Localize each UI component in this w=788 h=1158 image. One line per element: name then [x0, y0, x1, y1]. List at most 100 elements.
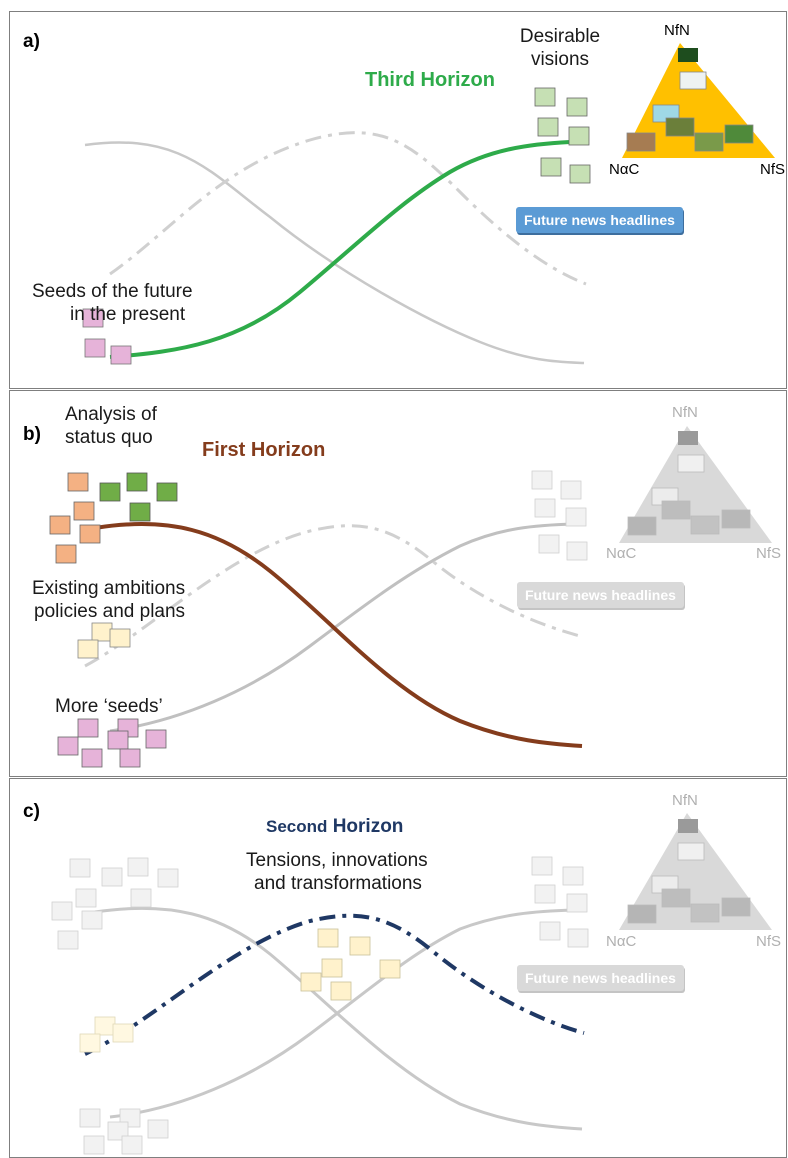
landscape-photo [694, 132, 724, 152]
status-quo-notes [49, 472, 178, 564]
horizon-title: Third Horizon [365, 69, 495, 91]
tensions-line: and transformations [254, 873, 422, 894]
landscape-photo [665, 117, 695, 137]
visions-label: Desirable visions [515, 25, 605, 71]
landscape-photo [678, 48, 698, 62]
sticky-note [538, 534, 560, 554]
sticky-note [121, 1135, 143, 1155]
sticky-note [157, 868, 179, 888]
sticky-note [539, 921, 561, 941]
triangle-top-label: NfN [672, 792, 698, 809]
triangle-left-label: NαC [606, 933, 637, 950]
sticky-note [534, 884, 556, 904]
panel-c-canvas [51, 813, 772, 1155]
landscape-photo [661, 888, 691, 908]
visions-line: visions [530, 49, 590, 70]
sticky-note [300, 972, 322, 992]
landscape-photo [626, 132, 656, 152]
sticky-note [107, 730, 129, 750]
sticky-note [79, 1033, 101, 1053]
sticky-note [75, 888, 97, 908]
panel-b-canvas [49, 426, 772, 768]
sticky-note [534, 87, 556, 107]
second-horizon-curve-faded [84, 524, 585, 668]
horizon-title: First Horizon [202, 439, 326, 461]
sticky-note [566, 541, 588, 561]
sticky-note [379, 959, 401, 979]
status-quo-line: Analysis of [65, 404, 157, 425]
sticky-note [112, 1023, 134, 1043]
vision-notes-faded [531, 856, 589, 948]
sticky-note [81, 910, 103, 930]
sticky-note [82, 308, 104, 328]
sticky-note [79, 524, 101, 544]
sticky-note [317, 928, 339, 948]
more-seeds-notes [57, 718, 167, 768]
sticky-note [69, 858, 91, 878]
sticky-note [83, 1135, 105, 1155]
ambitions-notes [77, 622, 131, 659]
triangle-right-label: NfS [760, 161, 786, 178]
sticky-note [145, 729, 167, 749]
sticky-note [77, 718, 99, 738]
panel-label: a) [23, 31, 40, 52]
sticky-note [568, 126, 590, 146]
vision-notes-faded [531, 470, 588, 561]
landscape-photo [627, 516, 657, 536]
sticky-note [49, 515, 71, 535]
landscape-photo [679, 71, 707, 90]
sticky-note [119, 748, 141, 768]
first-horizon-curve [94, 521, 583, 748]
sticky-note [109, 628, 131, 648]
landscape-photo [721, 897, 751, 917]
first-horizon-curve-faded [84, 141, 585, 365]
sticky-note [126, 472, 148, 492]
ambitions-notes-faded [79, 1016, 134, 1053]
status-quo-line: status quo [65, 427, 153, 448]
sticky-note [129, 502, 151, 522]
landscape-photo [690, 903, 720, 923]
sticky-note [67, 472, 89, 492]
panel-label: b) [23, 424, 41, 445]
visions-line: Desirable [519, 26, 601, 47]
second-horizon-curve-faded [109, 131, 587, 286]
first-horizon-curve-faded [94, 906, 583, 1131]
landscape-photo [677, 454, 705, 473]
future-news-headlines: Future news headlines [516, 207, 683, 233]
vision-notes [534, 87, 591, 184]
horizon-title: Second Horizon [266, 816, 403, 838]
triangle-top-label: NfN [672, 404, 698, 421]
seed-notes [82, 308, 132, 365]
sticky-note [91, 622, 113, 642]
landscape-photo [678, 431, 698, 445]
sticky-note [569, 164, 591, 184]
more-seeds-label: More ‘seeds’ [55, 696, 163, 717]
sticky-note [531, 470, 553, 490]
ambitions-line: policies and plans [34, 601, 186, 622]
sticky-note [330, 981, 352, 1001]
sticky-note [147, 1119, 169, 1139]
sticky-note [565, 507, 587, 527]
tension-notes [300, 928, 401, 1001]
sticky-note [57, 736, 79, 756]
future-news-headlines: Future news headlines [517, 582, 684, 608]
landscape-photo [677, 842, 705, 861]
sticky-note [560, 480, 582, 500]
landscape-photo [721, 509, 751, 529]
second-horizon-curve [84, 913, 585, 1056]
sticky-note [321, 958, 343, 978]
panel-a-canvas [82, 43, 775, 365]
sticky-note [566, 893, 588, 913]
status-quo-notes-faded [51, 857, 179, 950]
landscape-photo [690, 515, 720, 535]
triangle-left-label: NαC [609, 161, 640, 178]
panel-third-horizon: a) Third Horizon Desirable visions Seeds… [9, 11, 787, 389]
sticky-note [156, 482, 178, 502]
triangle-right-label: NfS [756, 545, 782, 562]
sticky-note [531, 856, 553, 876]
ambitions-label: Existing ambitions policies and plans [32, 577, 185, 623]
nature-futures-triangle-faded [619, 813, 772, 930]
third-horizon-curve [109, 140, 571, 359]
status-quo-label: Analysis of status quo [65, 403, 157, 449]
sticky-note [127, 857, 149, 877]
